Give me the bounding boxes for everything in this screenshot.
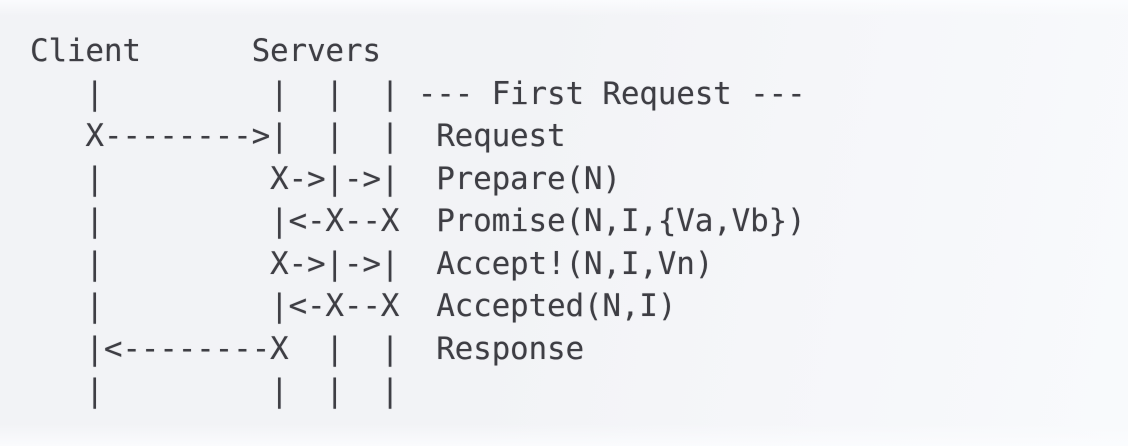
paxos-sequence-diagram: Client Servers | | | | --- First Request…: [30, 30, 806, 413]
prepare-message-row: | X->|->| Prepare(N): [30, 160, 621, 197]
response-message-row: |<--------X | | Response: [30, 330, 584, 367]
accepted-message-row: | |<-X--X Accepted(N,I): [30, 288, 677, 324]
lifelines-phase-row: | | | | --- First Request ---: [30, 75, 806, 112]
promise-message-row: | |<-X--X Promise(N,I,{Va,Vb}): [30, 203, 806, 239]
lifelines-tail-row: | | | |: [30, 373, 400, 409]
request-message-row: X-------->| | | Request: [30, 118, 566, 154]
accept-message-row: | X->|->| Accept!(N,I,Vn): [30, 245, 714, 282]
actors-header-row: Client Servers: [30, 33, 381, 69]
